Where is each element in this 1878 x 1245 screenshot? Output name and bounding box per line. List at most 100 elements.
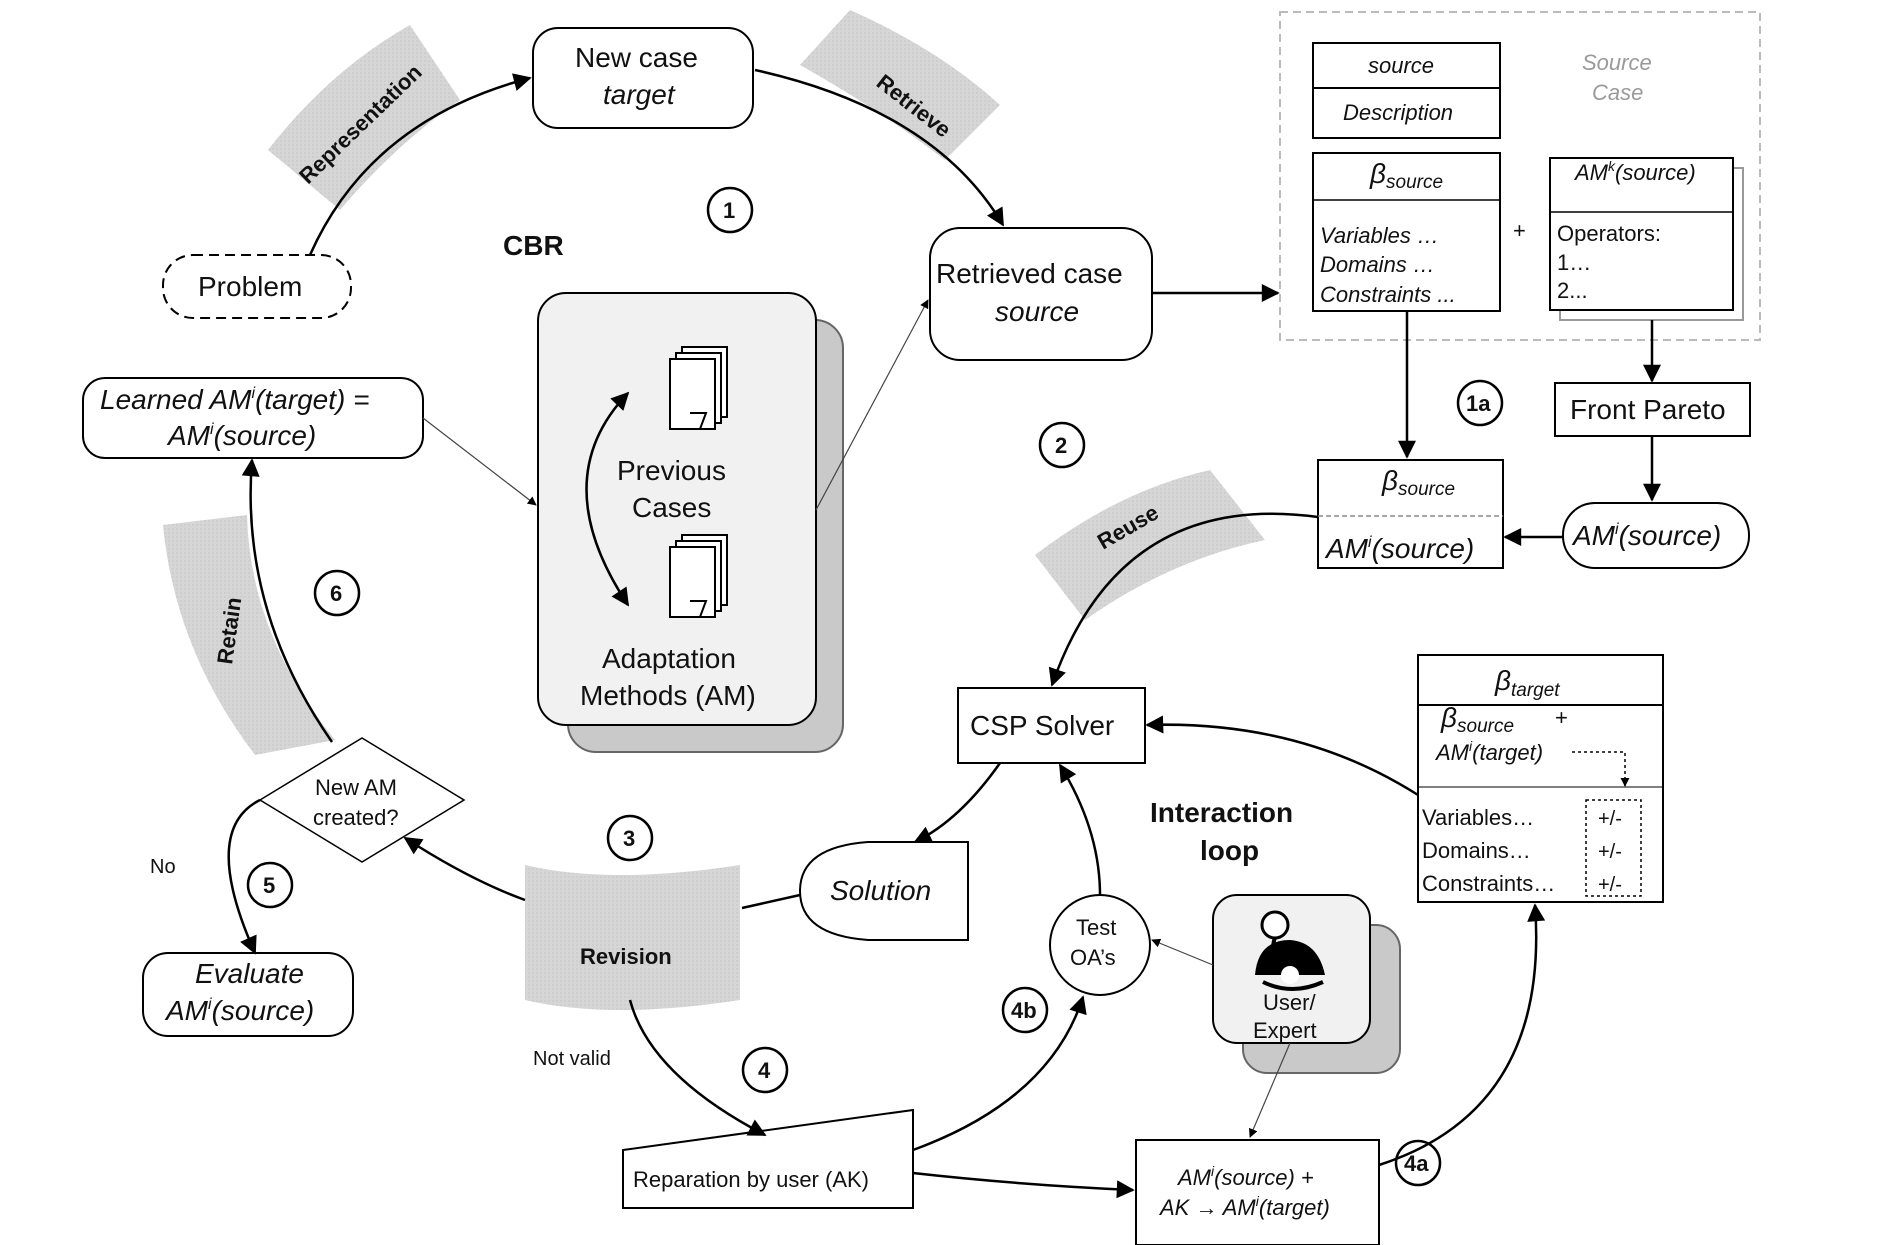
step-1: 1	[723, 198, 735, 223]
step-4b: 4b	[1011, 998, 1037, 1023]
learned-am-label-2: AMi(source)	[166, 420, 316, 451]
source-title-box	[1312, 42, 1501, 139]
pm-dotted-box	[1585, 799, 1642, 897]
reparation-label: Reparation by user (AK)	[633, 1167, 869, 1192]
arrow-reuse-to-csp	[1048, 512, 1319, 687]
test-oa-label-2: OA’s	[1070, 945, 1116, 970]
problem-node	[162, 254, 352, 319]
am-source-mid-label: AMi(source)	[1324, 533, 1474, 564]
beta-target-source-symbol: β	[1440, 702, 1457, 733]
constraints-text: Constraints ...	[1320, 282, 1456, 307]
step-5: 5	[263, 873, 275, 898]
arrow-learned-to-casebase	[422, 417, 537, 506]
band-reuse	[1035, 470, 1265, 620]
band-representation	[268, 25, 460, 210]
new-am-label-2: created?	[313, 805, 399, 830]
am-target-label-2: AK → AMi(target)	[1158, 1193, 1330, 1220]
no-label: No	[150, 856, 176, 878]
arrow-user-to-amtarget	[1249, 1042, 1291, 1138]
csp-solver-label: CSP Solver	[970, 710, 1114, 741]
am-source-oval	[1562, 502, 1750, 569]
solution-label: Solution	[830, 875, 931, 906]
stage-revision: Revision	[580, 944, 672, 969]
source-case-label-1: Source	[1582, 50, 1652, 75]
reparation-node	[622, 1108, 914, 1209]
interaction-label-1: Interaction	[1150, 797, 1293, 828]
arrow-amtarget-to-betatarget	[1378, 903, 1546, 1167]
arrow-testoa-to-csp	[1058, 763, 1102, 896]
interaction-label-2: loop	[1200, 835, 1259, 866]
beta-target-sub: target	[1511, 680, 1560, 701]
arrow-betatarget-to-csp	[1145, 715, 1419, 797]
arrow-casebase-to-retrieved	[815, 299, 929, 511]
arrow-solution-to-revision	[741, 893, 801, 910]
pm-3: +/-	[1598, 874, 1622, 896]
pm-2: +/-	[1598, 841, 1622, 863]
csp-solver-node	[957, 687, 1146, 764]
source-box-desc: Description	[1343, 100, 1453, 125]
user-label-2: Expert	[1253, 1018, 1317, 1043]
cbr-label: CBR	[503, 230, 564, 261]
beta-source-top-sub: source	[1386, 172, 1443, 193]
arrow-reparation-to-amtarget	[912, 1171, 1135, 1199]
step-6: 6	[330, 581, 342, 606]
previous-cases-label-2: Cases	[632, 492, 711, 523]
not-valid-label: Not valid	[533, 1048, 611, 1070]
source-case-label-2: Case	[1592, 80, 1643, 105]
document-stack-icon-top	[669, 346, 728, 430]
user-expert-icon	[1255, 910, 1325, 991]
operators-text: Operators:	[1557, 221, 1661, 246]
arrow-revision-to-decision	[403, 836, 526, 902]
arrow-user-to-testoa	[1151, 938, 1214, 966]
retrieved-case-node	[929, 227, 1153, 361]
problem-label: Problem	[198, 271, 302, 302]
arrow-reparation-to-testoa	[912, 995, 1087, 1152]
beta-target-variables: Variables…	[1422, 805, 1534, 830]
arrow-revision-to-reparation	[628, 999, 767, 1137]
step-3: 3	[623, 826, 635, 851]
am-target-node	[1135, 1139, 1380, 1245]
evaluate-label-1: Evaluate	[195, 958, 304, 989]
amk-main: AMk(source)	[1573, 158, 1696, 185]
test-oa-label-1: Test	[1076, 915, 1116, 940]
arrow-decision-to-learned	[241, 458, 334, 743]
new-case-node	[532, 27, 754, 129]
solution-node	[798, 841, 969, 941]
operator-1: 1…	[1557, 250, 1591, 275]
am-target-label-1: AMi(source) +	[1176, 1163, 1314, 1190]
beta-target-domains: Domains…	[1422, 838, 1531, 863]
retrieved-case-label-1: Retrieved case	[936, 258, 1123, 289]
case-cycle-arrow	[585, 391, 630, 607]
document-stack-icon-bottom	[669, 534, 728, 618]
beta-target-plus: +	[1555, 705, 1568, 730]
pm-1: +/-	[1598, 808, 1622, 830]
new-am-label-1: New AM	[315, 775, 397, 800]
adaptation-label-1: Adaptation	[602, 643, 736, 674]
beta-source-top-symbol: β	[1369, 158, 1386, 189]
previous-cases-label-1: Previous	[617, 455, 726, 486]
user-label-1: User/	[1263, 990, 1316, 1015]
beta-source-am-box	[1317, 459, 1504, 569]
band-retrieve	[800, 10, 1000, 160]
source-case-region	[1279, 11, 1761, 341]
band-retain	[163, 515, 335, 755]
variables-text: Variables …	[1320, 223, 1439, 248]
source-box-title: source	[1368, 53, 1434, 78]
band-revision	[525, 865, 740, 1010]
new-case-label-1: New case	[575, 42, 698, 73]
arrow-csp-to-solution	[913, 762, 1002, 844]
plus-sign: +	[1513, 218, 1526, 243]
step-2: 2	[1055, 433, 1067, 458]
amk-source-box	[1549, 157, 1734, 311]
beta-source-mid-sub: source	[1398, 479, 1455, 500]
front-pareto-label: Front Pareto	[1570, 394, 1726, 425]
retrieved-case-label-2: source	[995, 296, 1079, 327]
operator-2: 2...	[1557, 278, 1588, 303]
domains-text: Domains …	[1320, 252, 1435, 277]
arrow-decision-to-evaluate	[227, 798, 261, 955]
new-case-label-2: target	[603, 79, 676, 110]
beta-source-mid-symbol: β	[1381, 465, 1398, 496]
beta-target-symbol: β	[1494, 665, 1511, 696]
adaptation-label-2: Methods (AM)	[580, 680, 756, 711]
